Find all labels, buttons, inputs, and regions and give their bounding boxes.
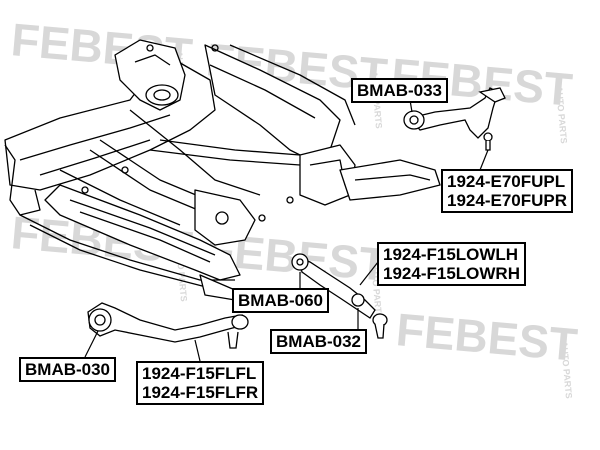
leader-bmab-030	[84, 330, 99, 358]
watermark: FEBEST AUTO PARTS	[394, 303, 579, 399]
label-bmab-060: BMAB-060	[232, 288, 330, 313]
part-number: BMAB-060	[238, 291, 324, 310]
part-number-left: 1924-F15FLFL	[142, 364, 257, 383]
part-number-right: 1924-F15FLFR	[142, 383, 259, 402]
label-bmab-032: BMAB-032	[270, 329, 368, 354]
part-number: BMAB-030	[25, 360, 111, 379]
part-number: BMAB-033	[357, 81, 443, 100]
part-number-right: 1924-E70FUPR	[447, 191, 568, 210]
upper-control-arm-drawing	[403, 87, 506, 151]
part-number: BMAB-032	[276, 332, 362, 351]
label-bmab-033: BMAB-033	[351, 78, 449, 103]
part-number-left: 1924-F15LOWLH	[383, 245, 519, 264]
label-bmab-030: BMAB-030	[19, 357, 117, 382]
leader-lines	[84, 99, 489, 362]
part-number-right: 1924-F15LOWRH	[383, 264, 520, 283]
watermark-brand: FEBEST	[394, 303, 579, 371]
leader-e70	[479, 149, 489, 171]
leader-f15-lower	[359, 261, 379, 286]
part-number-left: 1924-E70FUPL	[447, 172, 566, 191]
leader-f15-front	[194, 339, 201, 362]
label-f15-lower-arm: 1924-F15LOWLH 1924-F15LOWRH	[377, 242, 526, 286]
label-f15-front-arm: 1924-F15FLFL 1924-F15FLFR	[136, 361, 265, 405]
subframe-drawing	[4, 39, 441, 301]
label-e70-upper-arm: 1924-E70FUPL 1924-E70FUPR	[441, 169, 574, 213]
lower-control-arm-drawing	[291, 253, 388, 339]
front-lower-arm-drawing	[87, 302, 249, 349]
